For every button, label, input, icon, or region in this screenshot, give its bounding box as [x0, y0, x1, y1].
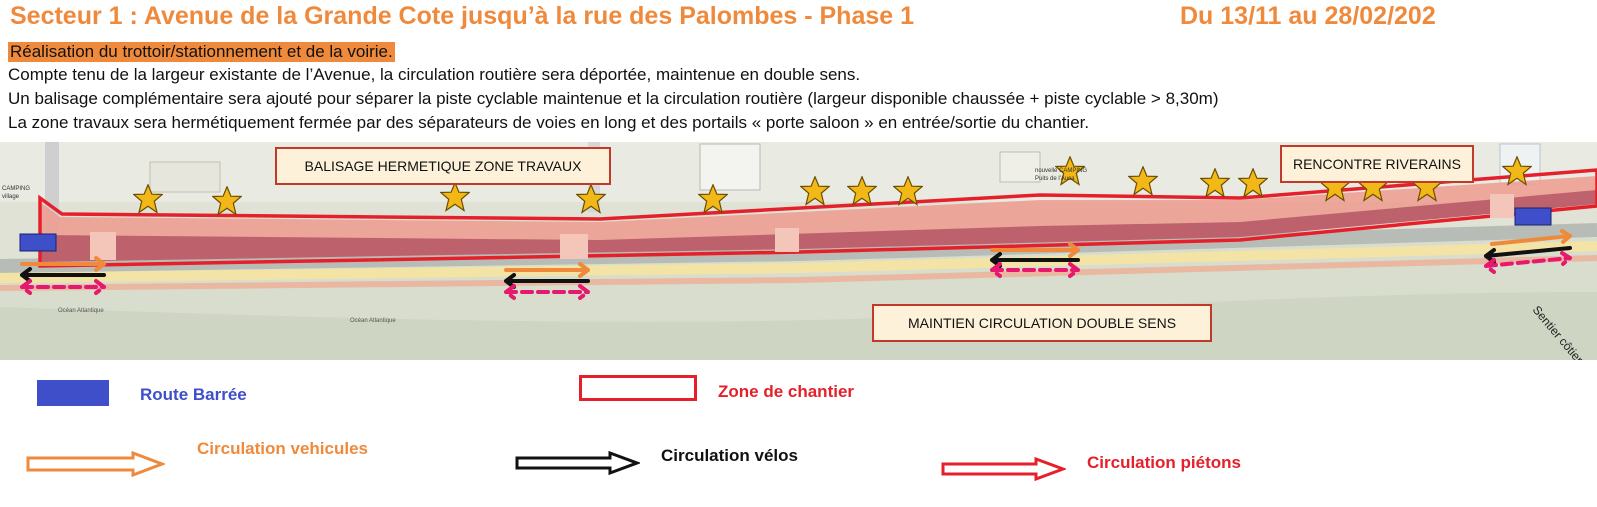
map-label-camping-left: CAMPING	[2, 186, 30, 192]
road-closed-marker	[1514, 207, 1552, 226]
description-line-1: Compte tenu de la largeur existante de l…	[8, 65, 861, 84]
crossing	[560, 234, 588, 259]
map-label-ocean-1: Océan Atlantique	[58, 308, 104, 314]
building	[999, 151, 1041, 183]
traffic-arrows-left	[20, 256, 106, 295]
description-line-2: Un balisage complémentaire sera ajouté p…	[8, 89, 1219, 108]
callout-riverains: RENCONTRE RIVERAINS	[1280, 145, 1474, 183]
map-label-camping-mid: nouvelle CAMPING	[1035, 168, 1087, 174]
road-closed-marker	[19, 233, 57, 252]
works-zone-road	[40, 190, 1597, 262]
building	[699, 143, 761, 191]
legend-pieton-label: Circulation piétons	[1087, 453, 1241, 472]
traffic-arrows-right-center	[990, 242, 1080, 278]
crossing	[775, 228, 799, 252]
legend-zone-chantier-swatch	[579, 375, 697, 401]
map-label-camping-left-sub: village	[2, 194, 20, 200]
legend-route-barree-swatch	[37, 380, 109, 406]
map-label-ocean-2: Océan Atlantique	[350, 318, 396, 324]
legend-pieton-arrow-icon	[941, 456, 1066, 482]
date-range: Du 13/11 au 28/02/202	[1180, 2, 1436, 30]
description-line-3: La zone travaux sera hermétiquement ferm…	[8, 113, 1090, 132]
callout-maintien: MAINTIEN CIRCULATION DOUBLE SENS	[872, 304, 1212, 342]
map-label-camping-mid-sub: Puits de l'Auca	[1035, 176, 1075, 182]
section-subtitle: Réalisation du trottoir/stationnement et…	[8, 42, 395, 62]
building	[149, 161, 221, 193]
page-title: Secteur 1 : Avenue de la Grande Cote jus…	[10, 2, 915, 30]
works-zone-outline	[38, 168, 1597, 268]
legend-zone-chantier-label: Zone de chantier	[718, 382, 855, 401]
legend-route-barree-label: Route Barrée	[140, 385, 247, 404]
footpath	[0, 255, 1597, 291]
callout-balisage: BALISAGE HERMETIQUE ZONE TRAVAUX	[275, 147, 611, 185]
legend-vehicule-label: Circulation vehicules	[197, 439, 368, 458]
legend-velo-label: Circulation vélos	[661, 446, 798, 465]
traffic-arrows-center	[504, 262, 590, 300]
crossing	[1490, 194, 1514, 218]
legend-vehicule-arrow-icon	[26, 450, 165, 478]
traffic-arrows-right	[1484, 229, 1572, 274]
cycle-lane	[0, 241, 1597, 283]
crossing	[90, 232, 116, 260]
legend-velo-arrow-icon	[515, 450, 640, 476]
